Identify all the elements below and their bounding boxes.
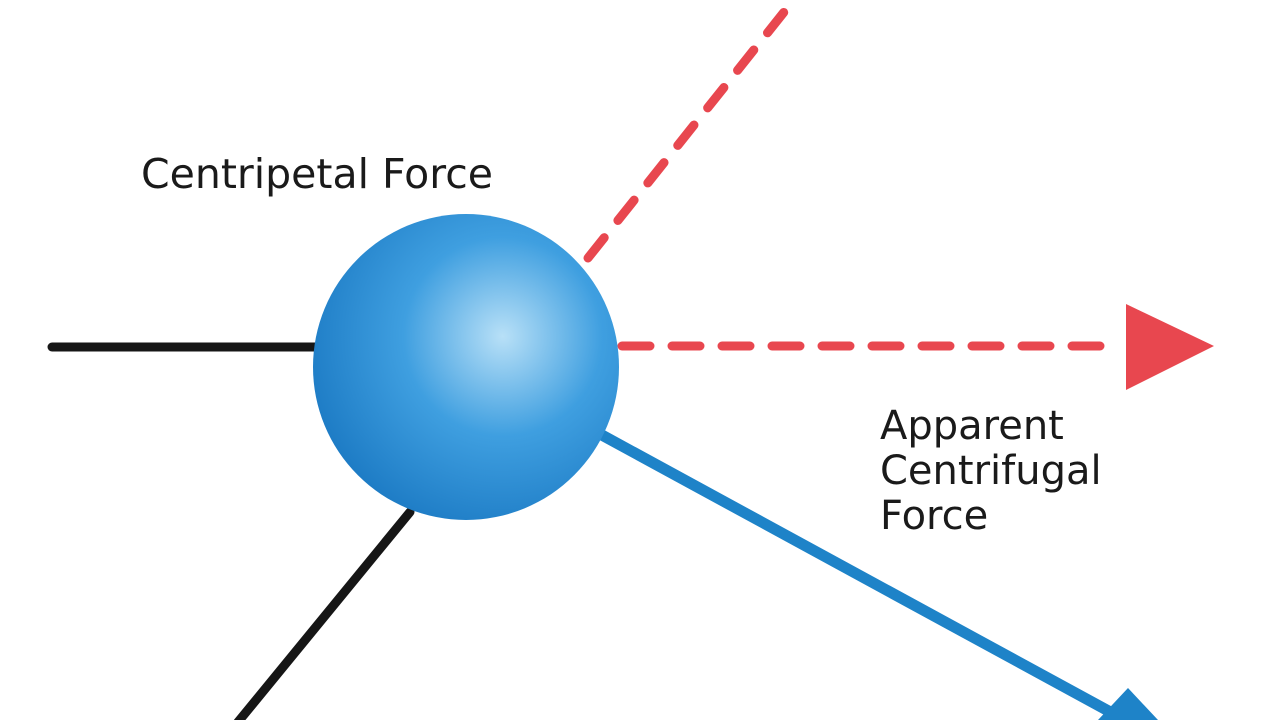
rotating-mass-ball [313, 214, 619, 520]
diagonal-string-line [233, 507, 415, 720]
centripetal-force-label: Centripetal Force [141, 150, 493, 198]
blue-arrowhead-icon [1098, 688, 1158, 720]
red-arrowhead-icon [1126, 304, 1214, 390]
apparent-centrifugal-line-1: Apparent [880, 403, 1064, 449]
blue-tangent-line [597, 429, 1128, 720]
apparent-centrifugal-force-label: Apparent Centrifugal Force [880, 404, 1102, 538]
apparent-centrifugal-line-3: Force [880, 492, 989, 539]
red-dashed-diagonal-line [583, 0, 800, 263]
apparent-centrifugal-line-2: Centrifugal [880, 447, 1102, 494]
